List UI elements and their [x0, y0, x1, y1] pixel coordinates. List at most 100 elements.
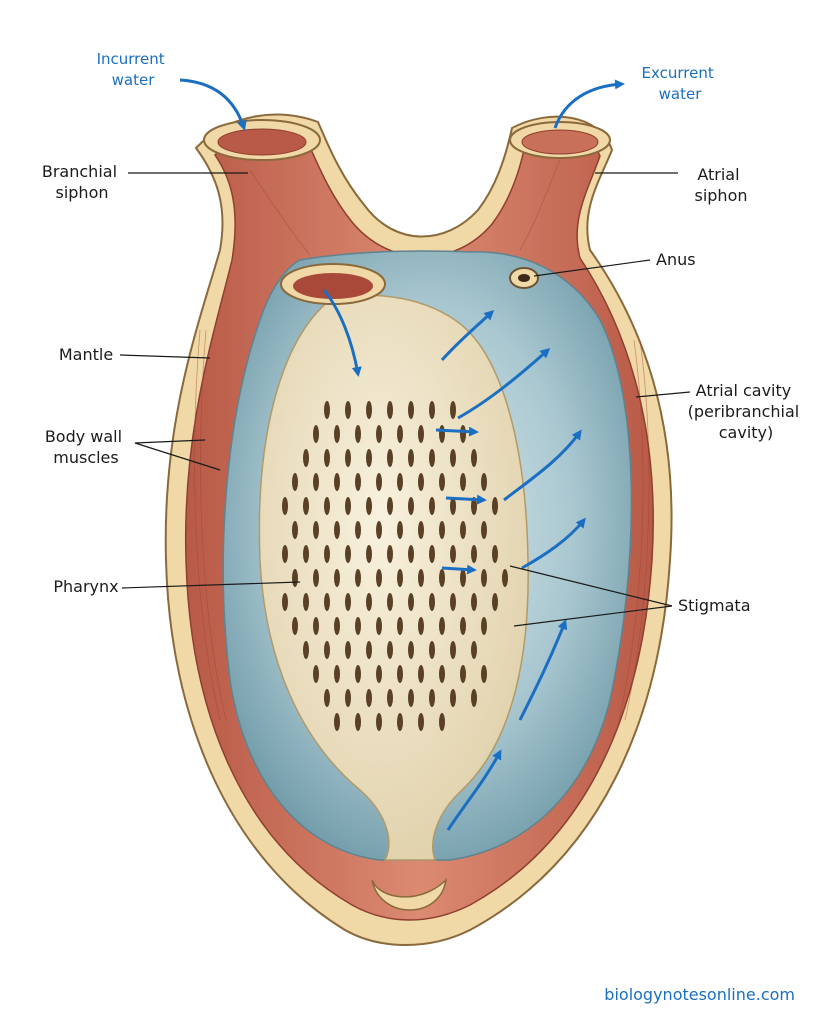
stigma-slit — [408, 689, 414, 707]
stigma-slit — [345, 593, 351, 611]
stigma-slit — [397, 425, 403, 443]
stigma-slit — [313, 425, 319, 443]
incurrent-label: Incurrent water — [97, 50, 170, 89]
stigma-slit — [450, 689, 456, 707]
stigma-slit — [376, 473, 382, 491]
stigma-slit — [376, 425, 382, 443]
stigma-slit — [334, 425, 340, 443]
mantle-label: Mantle — [59, 345, 113, 364]
muscle-fibres — [194, 159, 650, 721]
stigma-slit — [408, 401, 414, 419]
stigma-slit — [355, 473, 361, 491]
stigma-slit — [429, 545, 435, 563]
stigma-slit — [292, 569, 298, 587]
stigma-slit — [429, 449, 435, 467]
pharynx-entry-arrow — [322, 289, 362, 377]
stigma-slit — [345, 449, 351, 467]
stigma-slit — [481, 473, 487, 491]
stigma-slit — [460, 617, 466, 635]
stigma-slit — [439, 617, 445, 635]
stigma-slit — [324, 689, 330, 707]
stigma-slit — [313, 617, 319, 635]
stigma-slit — [418, 617, 424, 635]
stigma-slit — [366, 497, 372, 515]
stigma-slit — [460, 425, 466, 443]
stigma-slit — [366, 545, 372, 563]
stigma-slit — [303, 449, 309, 467]
stigmata-slits — [282, 401, 508, 731]
stigma-slit — [481, 617, 487, 635]
stigma-slit — [429, 497, 435, 515]
stigma-slit — [418, 713, 424, 731]
stigma-slit — [376, 617, 382, 635]
stigma-slit — [492, 545, 498, 563]
anus-label: Anus — [656, 250, 696, 269]
stigma-slit — [303, 641, 309, 659]
stigma-slit — [471, 497, 477, 515]
stigma-slit — [334, 473, 340, 491]
stigma-slit — [408, 545, 414, 563]
stigma-slit — [471, 641, 477, 659]
stigma-slit — [439, 665, 445, 683]
stigma-slit — [429, 641, 435, 659]
stigma-slit — [408, 497, 414, 515]
stigma-slit — [345, 497, 351, 515]
stigma-slit — [324, 593, 330, 611]
stigma-slit — [418, 569, 424, 587]
stigma-slit — [397, 665, 403, 683]
stigma-slit — [303, 593, 309, 611]
stigma-slit — [439, 425, 445, 443]
stigma-slit — [471, 689, 477, 707]
stigma-slit — [334, 521, 340, 539]
pharynx-label: Pharynx — [53, 577, 118, 596]
stigma-slit — [408, 593, 414, 611]
stigma-slit — [345, 401, 351, 419]
stigma-slit — [313, 521, 319, 539]
stigmata-label: Stigmata — [678, 596, 751, 615]
stigma-slit — [376, 665, 382, 683]
stigma-slit — [397, 617, 403, 635]
stigma-slit — [334, 617, 340, 635]
stigma-slit — [460, 569, 466, 587]
stigma-slit — [324, 497, 330, 515]
stigma-slit — [397, 521, 403, 539]
stigma-slit — [460, 473, 466, 491]
stigma-slit — [324, 545, 330, 563]
stigma-slit — [408, 641, 414, 659]
stigma-slit — [460, 521, 466, 539]
stigma-slit — [492, 497, 498, 515]
stigma-slit — [439, 521, 445, 539]
stigma-slit — [387, 689, 393, 707]
stigma-slit — [376, 569, 382, 587]
stigma-slit — [492, 593, 498, 611]
stigma-slit — [355, 617, 361, 635]
stigma-slit — [366, 449, 372, 467]
stigma-slit — [408, 449, 414, 467]
stigma-slit — [429, 593, 435, 611]
stigma-slit — [418, 473, 424, 491]
stigma-slit — [481, 665, 487, 683]
stigma-slit — [387, 497, 393, 515]
stigma-slit — [481, 569, 487, 587]
stigma-slit — [355, 521, 361, 539]
stigma-slit — [313, 473, 319, 491]
stigma-slit — [334, 665, 340, 683]
stigma-slit — [450, 497, 456, 515]
incurrent-arrow — [179, 78, 247, 131]
stigma-slit — [450, 449, 456, 467]
stigma-slit — [292, 521, 298, 539]
stigma-slit — [282, 593, 288, 611]
stigma-slit — [387, 593, 393, 611]
stigma-slit — [334, 713, 340, 731]
atrial-siphon-label: Atrial siphon — [694, 165, 747, 205]
stigma-slit — [366, 401, 372, 419]
stigma-slit — [471, 545, 477, 563]
excurrent-arrow — [553, 79, 625, 129]
stigma-slit — [366, 593, 372, 611]
stigma-slit — [397, 473, 403, 491]
stigma-slit — [355, 665, 361, 683]
stigma-slit — [292, 473, 298, 491]
excurrent-label: Excurrent water — [642, 64, 719, 103]
